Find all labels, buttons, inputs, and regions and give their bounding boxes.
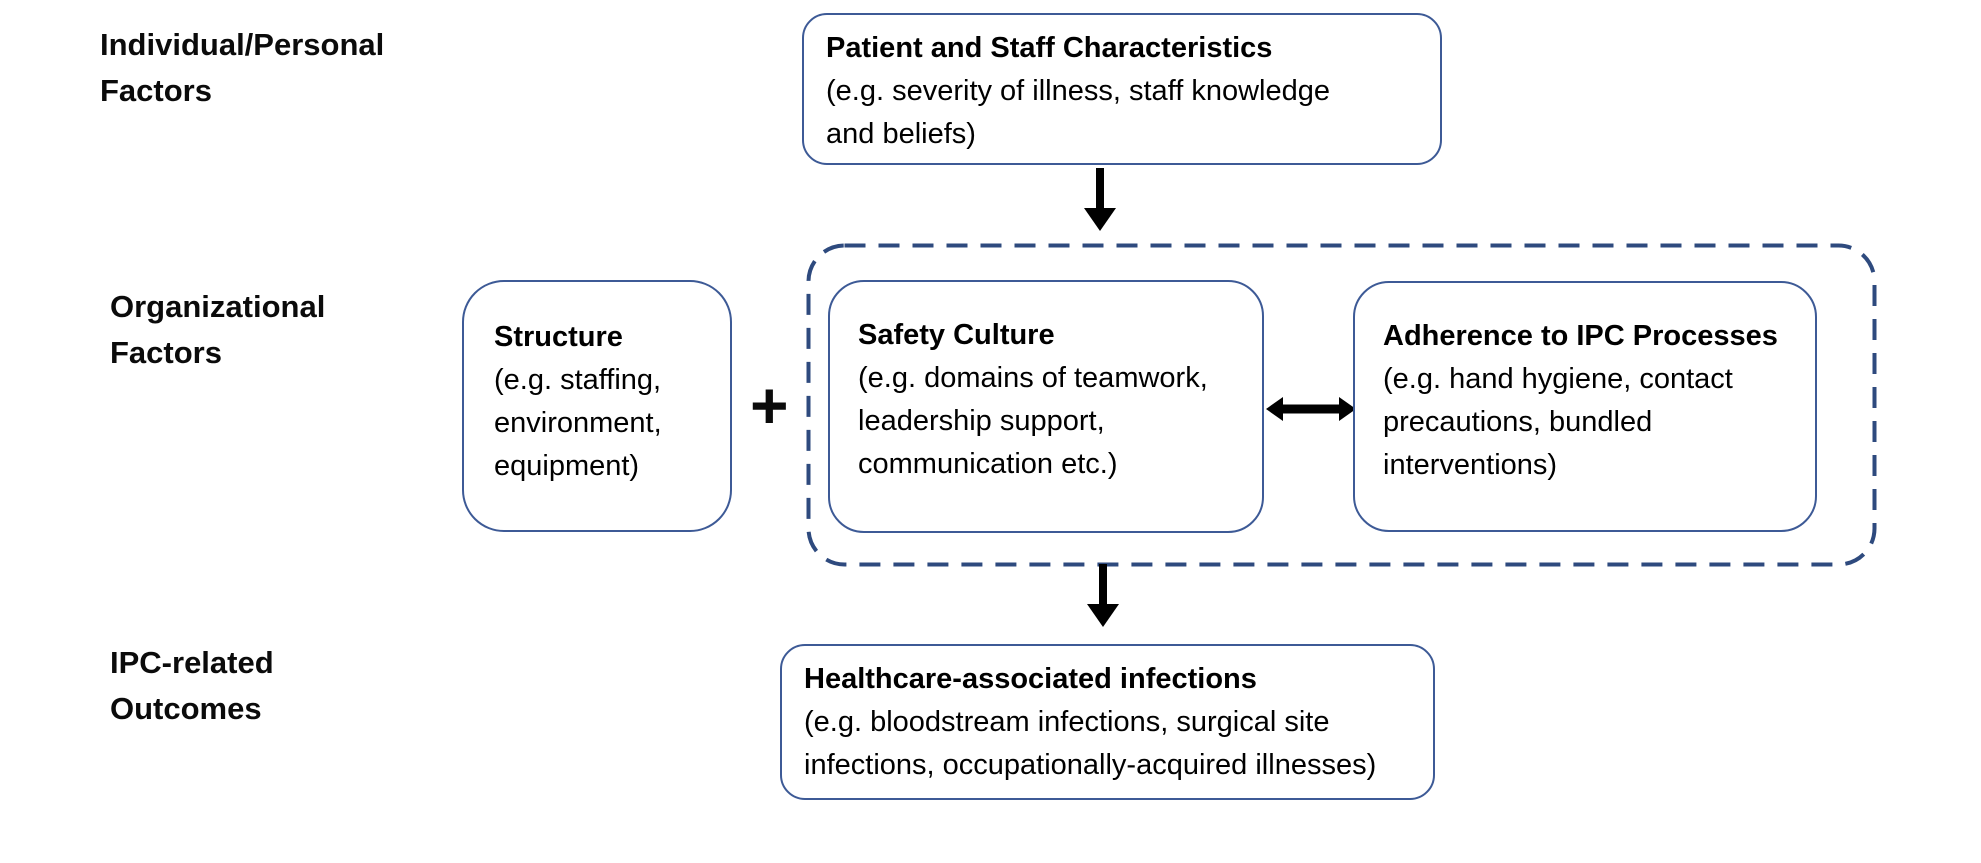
adherence-ipc-processes-desc: (e.g. hand hygiene, contact precautions,… [1383,363,1733,481]
structure-title: Structure [494,321,623,353]
adherence-ipc-processes-title: Adherence to IPC Processes [1383,320,1778,352]
safety-culture-desc: (e.g. domains of teamwork, leadership su… [858,362,1208,480]
plus-sign: + [750,368,789,442]
patient-staff-characteristics-title: Patient and Staff Characteristics [826,32,1273,64]
healthcare-associated-infections-box: Healthcare-associated infections (e.g. b… [780,644,1435,800]
row-label-ipc-related-outcomes: IPC-related Outcomes [110,645,274,726]
safety-culture-title: Safety Culture [858,319,1055,351]
structure-box: Structure (e.g. staffing, environment, e… [462,280,732,532]
arrow-down-icon [1083,564,1123,633]
patient-staff-characteristics-box: Patient and Staff Characteristics (e.g. … [802,13,1442,165]
patient-staff-characteristics-desc: (e.g. severity of illness, staff knowled… [826,75,1330,150]
adherence-ipc-processes-box: Adherence to IPC Processes (e.g. hand hy… [1353,281,1817,532]
row-label-organizational-factors: Organizational Factors [110,289,326,370]
safety-culture-box: Safety Culture (e.g. domains of teamwork… [828,280,1264,533]
row-label-individual-factors: Individual/Personal Factors [100,27,385,108]
arrow-down-icon [1080,168,1120,237]
structure-desc: (e.g. staffing, environment, equipment) [494,364,662,482]
dashed-group-border [806,243,1877,567]
healthcare-associated-infections-desc: (e.g. bloodstream infections, surgical s… [804,706,1377,781]
healthcare-associated-infections-title: Healthcare-associated infections [804,663,1257,695]
arrow-double-icon [1266,395,1356,428]
